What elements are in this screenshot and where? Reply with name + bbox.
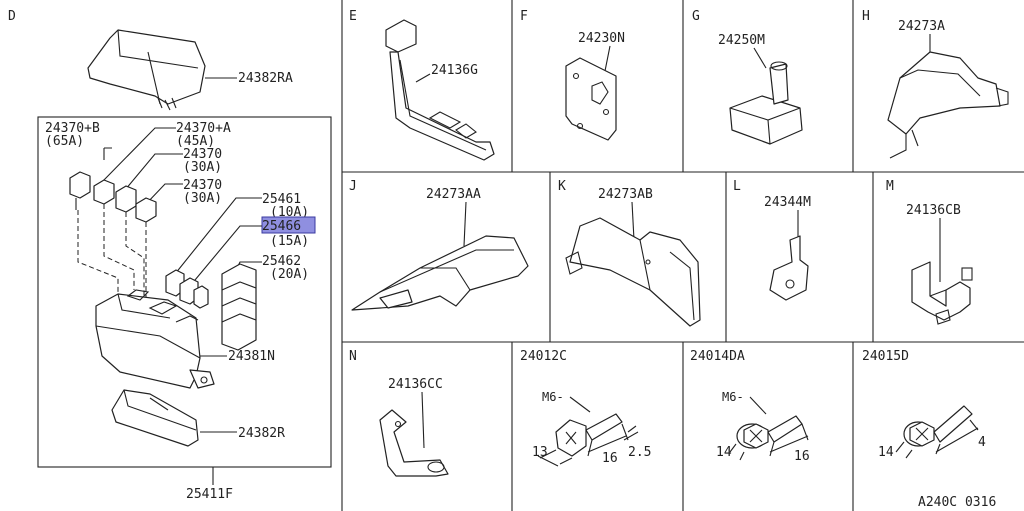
label-24014DA-thread: M6- [722,390,744,404]
label-24370-1: 24370 [183,147,222,162]
assembly-frame [37,116,332,468]
label-24382RA: 24382RA [238,71,293,86]
label-24344M: 24344M [764,195,811,210]
panel-n-letter: N [349,349,357,364]
panel-j: J 24273AA [349,179,529,311]
grommet-24250M [729,61,803,145]
panel-d: D 24382RA 24370+B (65A) 24370+A (45A) 24… [8,9,332,502]
bolt-24015D [903,405,973,447]
panel-bolt-24014DA: 24014DA M6- 14 16 [690,349,810,464]
panel-grid [341,0,1024,511]
relay-block [221,263,257,351]
label-24012C-length: 16 [602,451,618,466]
fuse-box-cover-upper [87,29,206,111]
label-24273A: 24273A [898,19,945,34]
panel-n: N 24136CC [349,349,449,477]
label-25466: 25466 [262,219,301,234]
panel-bolt-24015D: 24015D 14 4 [862,349,986,460]
label-24015D: 24015D [862,349,909,364]
label-24382R: 24382R [238,426,285,441]
panel-h: H 24273A [862,9,1009,159]
panel-l: L 24344M [733,179,811,301]
panel-l-letter: L [733,179,741,194]
panel-bolt-24012C: 24012C M6- 13 16 2.5 [520,349,651,467]
label-24136G: 24136G [431,63,478,78]
panel-m-letter: M [886,179,894,194]
panel-m: M 24136CB [886,179,973,325]
bracket-24136CC [379,409,449,477]
bolt-24012C [555,413,623,457]
fuse-24370-1 [115,185,137,213]
label-24273AB: 24273AB [598,187,653,202]
label-24370-2-amp: (30A) [183,191,222,206]
panel-f-letter: F [520,9,528,24]
highlight-25466 [261,216,316,234]
label-24370-1-amp: (30A) [183,160,222,175]
panel-d-letter: D [8,9,16,24]
protector-24273A [887,51,1009,159]
label-24370A: 24370+A [176,121,231,136]
bracket-24344M [769,235,809,301]
label-24273AA: 24273AA [426,187,481,202]
label-25462: 25462 [262,254,301,269]
fuse-box-cover-lower [111,389,199,447]
label-24012C-tip: 2.5 [628,445,651,460]
panel-f: F 24230N [520,9,625,141]
label-24012C: 24012C [520,349,567,364]
label-24370B-amp: (65A) [45,134,84,149]
panel-k: K 24273AB [558,179,701,327]
label-24012C-thread: M6- [542,390,564,404]
label-25461-amp: (10A) [270,205,309,220]
mini-fuses [165,269,209,309]
label-24381N: 24381N [228,349,275,364]
label-24014DA-length: 16 [794,449,810,464]
bracket-24136G [385,19,495,161]
protector-24273AA [351,235,529,311]
label-24230N: 24230N [578,31,625,46]
bolt-24014DA [736,415,803,449]
label-24014DA-head: 14 [716,445,732,460]
label-24012C-head: 13 [532,445,548,460]
fuse-24370B [69,171,91,210]
protector-24273AB [565,217,701,327]
label-24015D-tip: 4 [978,435,986,450]
panel-j-letter: J [349,179,357,194]
label-24014DA: 24014DA [690,349,745,364]
label-25411F: 25411F [186,487,233,502]
panel-g-letter: G [692,9,700,24]
panel-e: E 24136G [349,9,495,161]
label-24370-2: 24370 [183,178,222,193]
label-24250M: 24250M [718,33,765,48]
fuse-box-body [95,289,215,389]
label-25461: 25461 [262,192,301,207]
label-24136CB: 24136CB [906,203,961,218]
label-24015D-head: 14 [878,445,894,460]
label-25462-amp: (20A) [270,267,309,282]
bracket-24136CB [911,261,973,325]
label-24370A-amp: (45A) [176,134,215,149]
panel-g: G 24250M [692,9,803,145]
panel-k-letter: K [558,179,566,194]
label-24370B: 24370+B [45,121,100,136]
fuse-24370-2 [135,197,157,223]
panel-h-letter: H [862,9,870,24]
diagram-code: A240C 0316 [918,495,996,510]
label-25466-amp: (15A) [270,234,309,249]
fuse-24370A [93,179,115,205]
plate-24230N [565,57,617,141]
label-24136CC: 24136CC [388,377,443,392]
panel-e-letter: E [349,9,357,24]
